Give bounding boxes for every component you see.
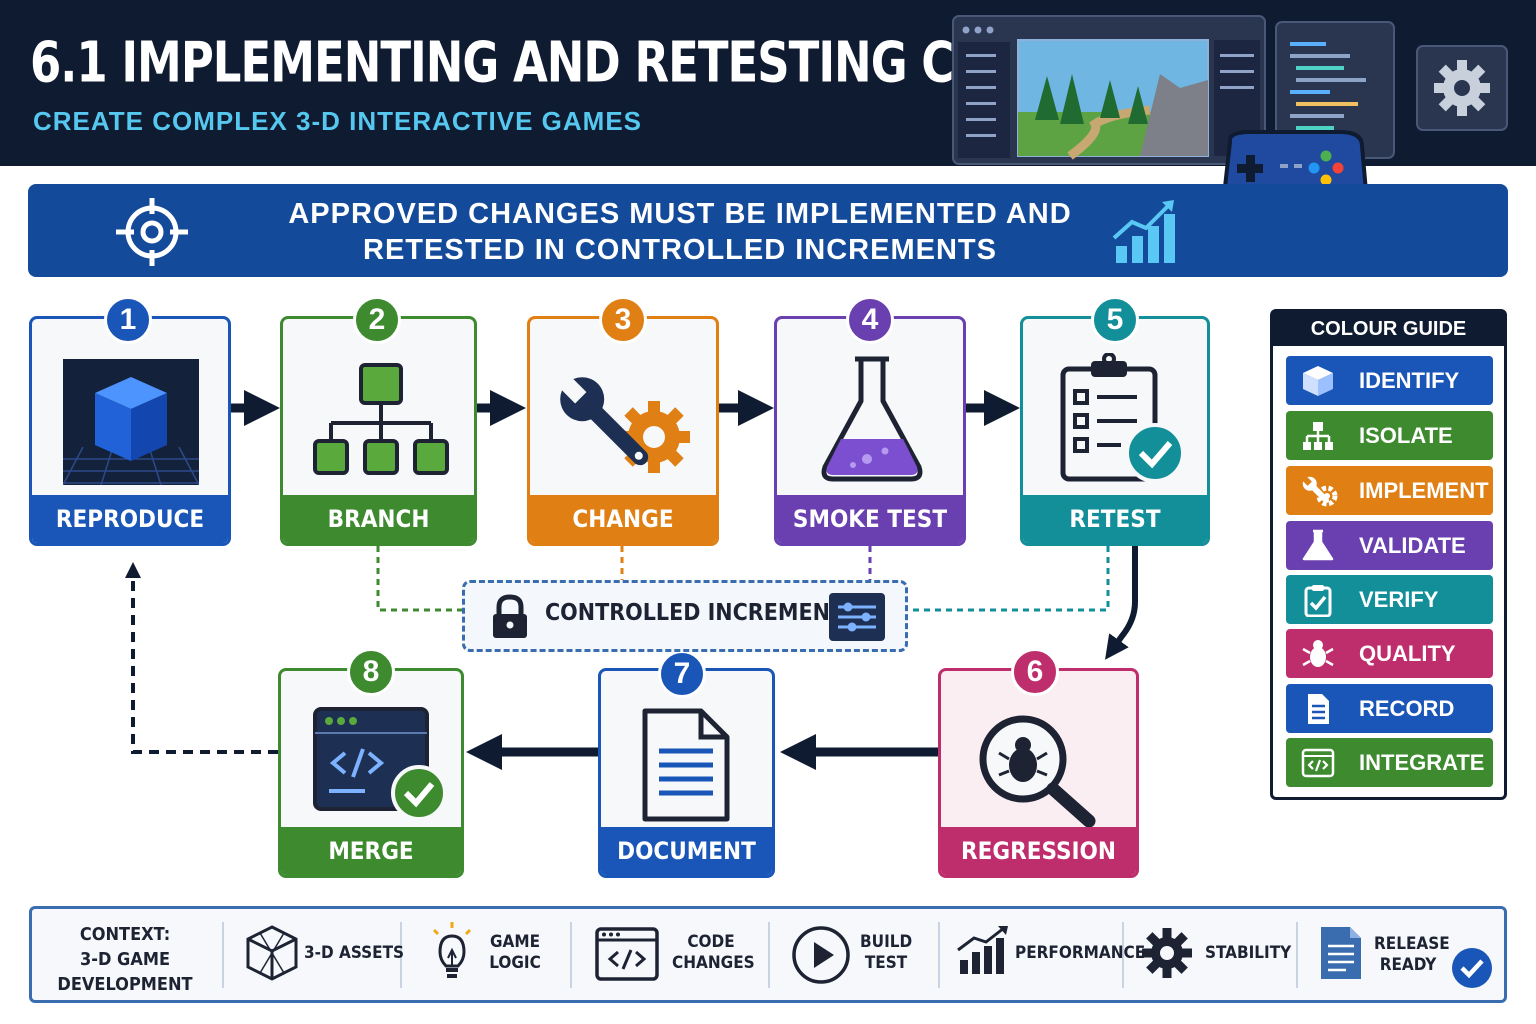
step-number-badge: 5 — [1091, 296, 1139, 344]
context-item-3d-assets: 3-D ASSETS — [304, 943, 405, 963]
colour-guide-label: RECORD — [1359, 696, 1455, 721]
arrow-5-to-6 — [1105, 546, 1138, 660]
code-window-check-icon — [313, 707, 447, 821]
loop-back-arrow-8-to-1 — [125, 562, 278, 754]
key-message-banner — [28, 184, 1508, 277]
flask-icon — [1302, 529, 1334, 561]
colour-guide-item-record: RECORD — [1286, 684, 1493, 733]
context-title: CONTEXT: 3-D GAME DEVELOPMENT — [57, 924, 193, 995]
wireframe-cube-icon — [246, 925, 298, 981]
step-label: REGRESSION — [941, 827, 1136, 875]
document-icon — [642, 708, 730, 822]
step-number-badge: 3 — [599, 296, 647, 344]
step-card-merge: MERGE — [278, 668, 464, 878]
cube-icon — [63, 359, 199, 485]
clipboard-icon — [1304, 585, 1332, 617]
step-number-badge: 8 — [347, 648, 395, 696]
code-window-icon — [1301, 748, 1335, 778]
colour-guide-label: VALIDATE — [1359, 533, 1466, 558]
colour-guide-item-verify: VERIFY — [1286, 575, 1493, 624]
colour-guide-label: VERIFY — [1359, 587, 1439, 612]
step-card-smoke-test: SMOKE TEST — [774, 316, 966, 546]
step-label: BRANCH — [283, 495, 474, 543]
target-icon — [116, 198, 188, 266]
wrench-gear-icon — [556, 373, 690, 473]
colour-guide-item-identify: IDENTIFY — [1286, 356, 1493, 405]
lightbulb-icon — [432, 922, 472, 978]
colour-guide-label: IDENTIFY — [1359, 368, 1460, 393]
game-editor-illustration — [952, 15, 1508, 237]
controlled-increments-label: CONTROLLED INCREMENTS — [545, 600, 859, 626]
wrench-gear-icon — [1301, 475, 1338, 507]
gear-icon — [1434, 60, 1490, 116]
step-number-badge: 7 — [658, 650, 706, 698]
lock-icon — [493, 594, 527, 638]
step-card-document: DOCUMENT — [598, 668, 775, 878]
context-item-stability: STABILITY — [1205, 943, 1292, 963]
branch-icon — [1303, 422, 1333, 450]
release-document-icon — [1321, 927, 1361, 979]
colour-guide-label: QUALITY — [1359, 641, 1456, 666]
step-number-badge: 6 — [1011, 648, 1059, 696]
step-number-badge: 1 — [104, 296, 152, 344]
bug-icon — [1302, 640, 1334, 667]
cube-icon — [1303, 366, 1333, 396]
document-icon — [1308, 694, 1329, 724]
branch-tree-icon — [313, 363, 449, 475]
step-number-badge: 2 — [353, 296, 401, 344]
step-number-badge: 4 — [846, 296, 894, 344]
colour-guide-label: INTEGRATE — [1359, 750, 1485, 775]
step-label: CHANGE — [530, 495, 716, 543]
key-message-text: APPROVED CHANGES MUST BE IMPLEMENTED AND… — [230, 196, 1130, 268]
step-card-reproduce: REPRODUCE — [29, 316, 231, 546]
page-subtitle: CREATE COMPLEX 3-D INTERACTIVE GAMES — [33, 106, 643, 136]
growth-chart-icon — [1112, 200, 1175, 263]
step-card-change: CHANGE — [527, 316, 719, 546]
colour-guide-label: ISOLATE — [1359, 423, 1453, 448]
colour-guide-item-isolate: ISOLATE — [1286, 411, 1493, 460]
colour-guide-item-integrate: INTEGRATE — [1286, 738, 1493, 787]
step-label: SMOKE TEST — [777, 495, 963, 543]
colour-guide-item-implement: IMPLEMENT — [1286, 466, 1493, 515]
step-label: DOCUMENT — [601, 827, 772, 875]
step-card-retest: RETEST — [1020, 316, 1210, 546]
flask-icon — [821, 356, 923, 482]
step-label: REPRODUCE — [32, 495, 228, 543]
step-label: RETEST — [1023, 495, 1207, 543]
colour-guide-title: COLOUR GUIDE — [1273, 312, 1504, 346]
sliders-icon — [829, 593, 885, 641]
chart-up-icon — [957, 926, 1008, 974]
code-window-icon — [595, 927, 659, 981]
key-message-line-1: APPROVED CHANGES MUST BE IMPLEMENTED AND — [288, 198, 1072, 230]
bug-magnifier-icon — [979, 715, 1096, 827]
step-card-branch: BRANCH — [280, 316, 477, 546]
context-item-performance: PERFORMANCE — [1015, 943, 1146, 963]
colour-guide-item-quality: QUALITY — [1286, 629, 1493, 678]
step-label: MERGE — [281, 827, 461, 875]
key-message-line-2: RETESTED IN CONTROLLED INCREMENTS — [363, 234, 997, 266]
clipboard-check-icon — [1060, 353, 1185, 483]
step-card-regression: REGRESSION — [938, 668, 1139, 878]
check-circle-icon — [1452, 948, 1492, 988]
gear-icon — [1142, 928, 1192, 978]
play-icon — [792, 926, 850, 984]
colour-guide-label: IMPLEMENT — [1359, 478, 1489, 503]
colour-guide-item-validate: VALIDATE — [1286, 521, 1493, 570]
